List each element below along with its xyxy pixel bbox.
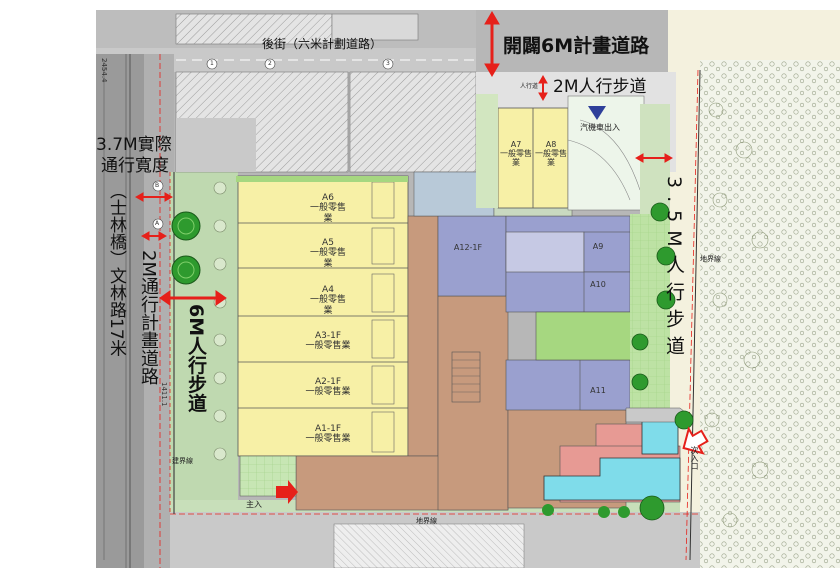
sidewalk-6m-label: 6M人行步道 [185,304,207,413]
dim-mid-label: 1411.1 [160,382,168,407]
green-courtyard [535,311,633,361]
grid-3-label: 3 [386,60,390,67]
sub-entrance-label: 次入口 [690,446,699,470]
rear-street-label: 後街（六米計劃道路） [262,37,383,51]
sidewalk-35m-label: 3.5M人行步道 [663,176,685,363]
width-37-label-line2: 通行寬度 [101,156,169,176]
pool [543,457,681,501]
sidewalk-2m-label: 2M人行步道 [553,77,647,97]
wenlin-road-label: （士林橋）文林路17米 [106,182,126,357]
main-entrance-arrow [276,480,298,504]
grid-b-label: B [155,182,160,189]
unit-a12 [437,215,507,297]
new-road-label: 開闢6M計畫道路 [503,35,650,57]
tree-row-west [171,211,201,285]
sidewalk-small-label: 人行道 [520,83,539,90]
car-entrance-label: 汽機車出入 [580,123,620,132]
dimension-arrows [134,11,674,306]
unit-a9-label: A9 [592,242,604,251]
width-37-label: 3.7M實際 [96,135,172,155]
unit-a10-label: A10 [590,280,606,289]
dim-left-label: 2454.4 [100,58,108,83]
car-entrance-triangle [588,106,606,120]
tree-row-east [542,202,694,521]
road-2m-label: 2M通行計畫道路 [138,250,159,385]
boundary-bottom-label: 地界線 [416,517,437,525]
sub-entrance-arrow [682,426,709,455]
boundary-right-label: 地界線 [700,255,721,263]
unit-a11-label: A11 [590,386,606,395]
main-entrance-label: 主入 [246,500,262,509]
grid-a-label: A [155,220,160,227]
grid-1-label: 1 [210,60,214,67]
unit-a12-label: A12-1F [453,243,483,252]
grid-2-label: 2 [268,60,272,67]
boundary-left-label: 建界線 [172,457,193,465]
